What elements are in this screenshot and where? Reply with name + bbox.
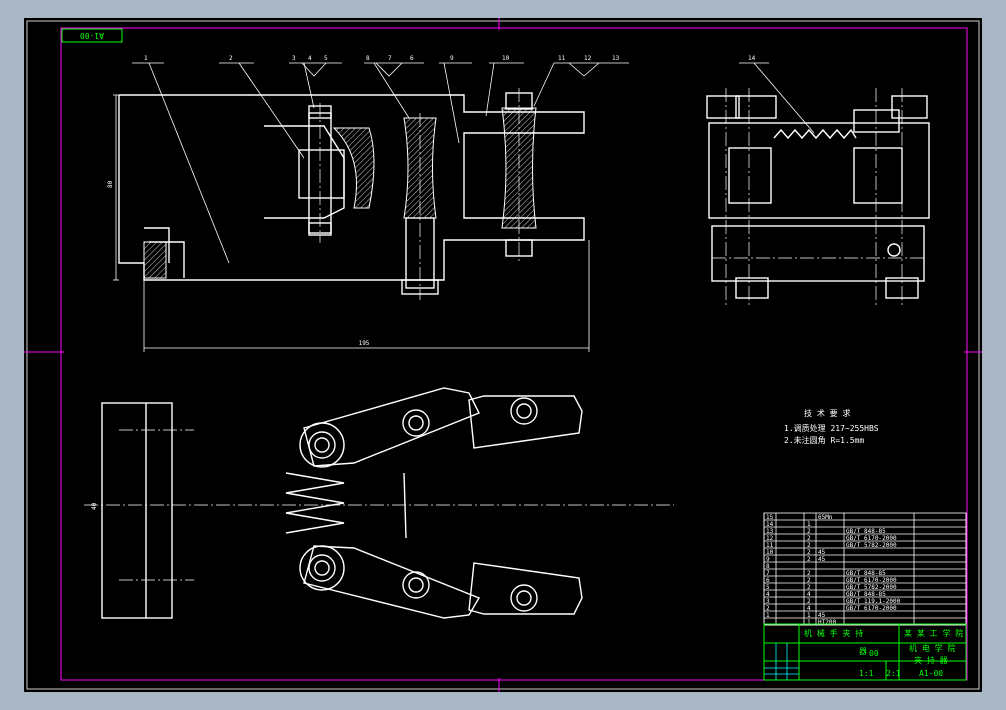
- balloon-2: 2: [229, 55, 233, 62]
- bom-cell-qty: 2: [807, 542, 811, 549]
- bom-cell-std: GB/T 6170-2000: [846, 535, 897, 542]
- scale: 1:1: [859, 669, 874, 678]
- bom-cell-mat: HT200: [818, 619, 836, 626]
- spring-side: [773, 128, 857, 140]
- top-view: 40: [84, 387, 674, 619]
- bom-cell-no: 14: [766, 521, 774, 528]
- bom-cell-mat: 45: [818, 549, 826, 556]
- drawing-code: A1-00: [919, 669, 943, 678]
- drawing-sheet: A1-00 80 195 1: [24, 18, 982, 692]
- bom-cell-std: GB/T 848-85: [846, 570, 886, 577]
- bom-cell-qty: 1: [807, 619, 811, 626]
- bom-cell-no: 11: [766, 542, 774, 549]
- bom-cell-qty: 2: [807, 598, 811, 605]
- bom-cell-std: GB/T 5782-2000: [846, 584, 897, 591]
- bom-cell-std: GB/T 6170-2000: [846, 605, 897, 612]
- bom-cell-qty: 4: [807, 605, 811, 612]
- bom-cell-qty: 1: [807, 521, 811, 528]
- bom-cell-qty: 1: [807, 612, 811, 619]
- inner-border: [60, 27, 968, 681]
- bom-cell-no: 5: [766, 584, 770, 591]
- front-view: 80 195: [107, 88, 590, 352]
- balloon-11: 11: [558, 55, 566, 62]
- bom-cell-no: 3: [766, 598, 770, 605]
- dim-length: 195: [359, 340, 370, 347]
- bom-cell-mat: 45: [818, 612, 826, 619]
- balloon-14: 14: [748, 55, 756, 62]
- bom-cell-qty: 2: [807, 528, 811, 535]
- outer-border: [26, 20, 980, 690]
- bom-cell-no: 7: [766, 570, 770, 577]
- tech-req-item-1: 1.调质处理 217~255HBS: [784, 423, 879, 433]
- bom-cell-no: 9: [766, 556, 770, 563]
- balloon-4: 4: [308, 55, 312, 62]
- cad-drawing: A1-00 80 195 1: [24, 18, 982, 692]
- bom-cell-std: GB/T 119.1-2000: [846, 598, 901, 605]
- part-name: 机 械 手 夹 持: [804, 628, 863, 638]
- balloon-6: 6: [410, 55, 414, 62]
- bom-cell-std: GB/T 848-85: [846, 591, 886, 598]
- code-box-text: A1-00: [80, 31, 104, 40]
- bom-cell-mat: 65Mn: [818, 514, 833, 521]
- hatched-section-1: [143, 241, 167, 279]
- title-block: 机 械 手 夹 持 器 00 某 某 工 学 院 机 电 学 院 夹 持 器 A…: [763, 623, 967, 681]
- bom-cell-no: 2: [766, 605, 770, 612]
- technical-requirements: 技 术 要 求 1.调质处理 217~255HBS 2.未注圆角 R=1.5mm: [784, 408, 879, 445]
- bom-cell-no: 4: [766, 591, 770, 598]
- bom-cell-no: 12: [766, 535, 774, 542]
- balloon-5: 5: [324, 55, 328, 62]
- balloon-7: 7: [388, 55, 392, 62]
- bom-cell-std: GB/T 6170-2000: [846, 577, 897, 584]
- tech-req-item-2: 2.未注圆角 R=1.5mm: [784, 435, 864, 445]
- department: 机 电 学 院: [909, 643, 955, 653]
- bom-cell-no: 10: [766, 549, 774, 556]
- bom-cell-no: 6: [766, 577, 770, 584]
- bom-cell-mat: 45: [818, 556, 826, 563]
- balloon-8: 8: [366, 55, 370, 62]
- balloon-9: 9: [450, 55, 454, 62]
- bom-cell-qty: 2: [807, 584, 811, 591]
- tech-req-title: 技 术 要 求: [804, 408, 850, 418]
- code-box: [61, 28, 123, 43]
- bom-cell-qty: 4: [807, 591, 811, 598]
- dim-height: 80: [107, 180, 114, 188]
- balloon-3: 3: [292, 55, 296, 62]
- spring-top: [285, 472, 345, 534]
- sheet-ratio: 2:1: [886, 669, 901, 678]
- assembly-name: 夹 持 器: [914, 655, 948, 665]
- bom-cell-qty: 2: [807, 549, 811, 556]
- bom-cell-no: 1: [766, 612, 770, 619]
- balloon-12: 12: [584, 55, 592, 62]
- bom-cell-std: GB/T 848-85: [846, 528, 886, 535]
- balloon-10: 10: [502, 55, 510, 62]
- balloons: 1 2 3 4 5 8 7 6 9 10 11 12 13 14: [132, 55, 815, 264]
- bom-cell-qty: 2: [807, 577, 811, 584]
- dim-width: 40: [91, 502, 98, 510]
- bom-cell-no: 8: [766, 563, 770, 570]
- bom-cell-no: 13: [766, 528, 774, 535]
- bom-cell-qty: 2: [807, 570, 811, 577]
- side-view: [706, 88, 930, 308]
- school-name: 某 某 工 学 院: [904, 628, 963, 638]
- balloon-1: 1: [144, 55, 148, 62]
- bom-cell-no: 15: [766, 514, 774, 521]
- part-name-2: 器: [859, 647, 867, 656]
- bom-cell-qty: 2: [807, 556, 811, 563]
- balloon-13: 13: [612, 55, 620, 62]
- bom-cell-std: GB/T 5782-2000: [846, 542, 897, 549]
- drawing-no: 00: [869, 649, 879, 658]
- bom-cell-qty: 2: [807, 535, 811, 542]
